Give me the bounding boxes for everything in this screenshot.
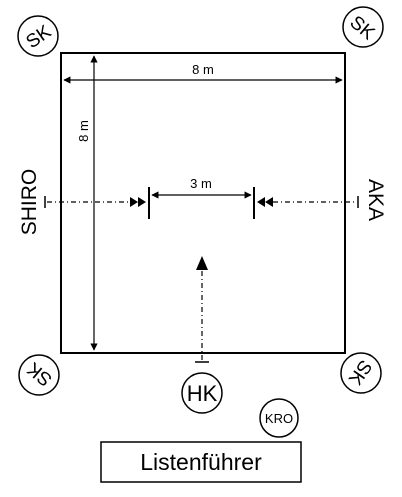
shiro-label: SHIRO — [18, 169, 41, 236]
referee-label: KRO — [265, 411, 293, 426]
corner-judge-bottom-right: SK — [340, 352, 382, 394]
hk-arrow-icon — [196, 256, 208, 270]
referee: KRO — [259, 398, 299, 438]
start-distance: 3 m — [148, 176, 255, 219]
aka-entry: AKA — [257, 179, 387, 221]
competition-area — [60, 52, 346, 354]
corner-judge-bottom-left: SK — [18, 354, 60, 396]
height-dimension-label: 8 m — [76, 120, 91, 142]
scorekeeper-box: Listenführer — [100, 441, 302, 483]
width-dimension-label: 8 m — [192, 62, 214, 77]
aka-arrow-icon — [257, 197, 273, 207]
main-judge-label: HK — [187, 381, 218, 406]
shiro-entry: SHIRO — [18, 169, 146, 236]
shiro-arrow-icon — [130, 197, 146, 207]
aka-label: AKA — [364, 179, 387, 221]
height-dimension: 8 m — [76, 55, 98, 351]
scorekeeper-label: Listenführer — [140, 449, 262, 475]
hk-entry — [195, 256, 209, 363]
corner-judge-top-right: SK — [342, 6, 384, 48]
start-distance-label: 3 m — [190, 176, 212, 191]
main-judge: HK — [181, 372, 223, 414]
corner-judge-top-left: SK — [17, 15, 59, 57]
width-dimension: 8 m — [63, 62, 343, 84]
